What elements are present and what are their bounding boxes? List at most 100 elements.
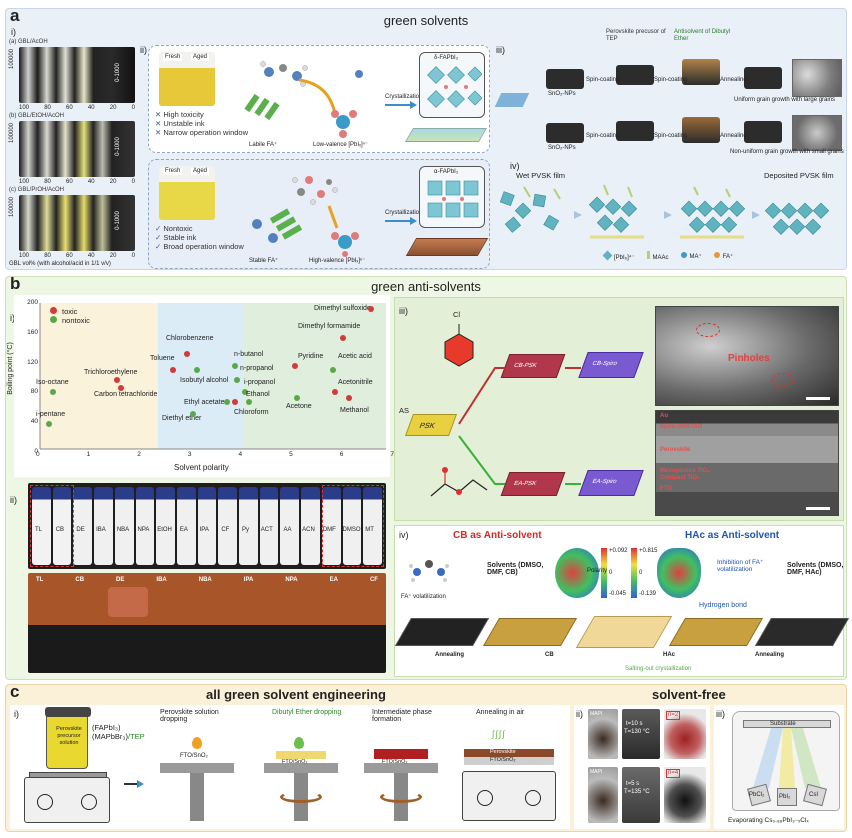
top-result-label: Uniform grain growth with large grains — [734, 97, 836, 103]
b-i-xlabel: Solvent polarity — [174, 463, 229, 472]
stable-molecule-diagram — [252, 176, 359, 257]
a-ii-top-box: Fresh Aged ✕ High toxicity ✕ Unstable in… — [148, 45, 490, 153]
alpha-phase-label: α-FAPbI₃ — [434, 169, 459, 175]
point — [330, 367, 336, 373]
xtick: 0 — [36, 451, 40, 458]
c-i-box: i) Perovskite precursor solution (FAPbI₃… — [10, 705, 570, 829]
point — [294, 395, 300, 401]
xtick: 7 — [390, 451, 394, 458]
legend-item: MA⁺ — [680, 252, 702, 261]
legend-toxic: toxic — [50, 307, 90, 316]
hotplate — [24, 772, 110, 823]
substrate-label: FTO/SnO₂ — [180, 753, 208, 759]
film-red — [374, 749, 428, 759]
spin-stage — [682, 59, 720, 85]
sno2-label: SnO₂-NPs — [548, 145, 576, 151]
a-i-side: 100000 — [9, 196, 15, 217]
spin-stage — [364, 763, 438, 773]
octahedron-icon — [602, 250, 613, 260]
tick: 60 — [66, 179, 73, 185]
tick: 0 — [131, 253, 135, 259]
perovskite-film: Perovskite — [464, 749, 554, 757]
spin-label: Spin-coating — [654, 133, 688, 139]
spin-stage — [744, 121, 782, 143]
vessel-photo: t=5 s T=135 °C — [622, 767, 660, 823]
b-ii-roman: ii) — [10, 495, 17, 505]
point-label: Diethyl ether — [162, 415, 202, 422]
point — [246, 399, 252, 405]
inhibition-label: Inhibition of FA⁺ volatilization — [717, 559, 764, 573]
spin-stage — [546, 69, 584, 89]
film-yellow — [276, 751, 326, 759]
panel-a: a green solvents i) (a) GBL/AcOH 100000 … — [5, 6, 847, 270]
scale-bar — [806, 397, 830, 400]
step3-label: Intermediate phase formation — [372, 709, 432, 723]
point-label: Pyridine — [298, 353, 324, 360]
hac-title: HAc as Anti-solvent — [685, 530, 780, 541]
knob-icon — [37, 794, 53, 810]
wet-film-label: Wet PVSK film — [516, 171, 566, 180]
tick: 60 — [66, 253, 73, 259]
film-label: TL — [36, 577, 44, 583]
delta-phase-bubble: δ-FAPbI₃ — [419, 52, 485, 118]
pinholes-label: Pinholes — [728, 353, 770, 364]
panel-c-letter: c — [10, 682, 20, 701]
film-cracked-left — [394, 618, 490, 646]
point-label: Ethanol — [246, 391, 270, 398]
panel-b-title: green anti-solvents — [371, 279, 481, 294]
layer-label: Perovskite — [660, 447, 691, 453]
polarity-scale-2 — [631, 548, 637, 598]
panel-a-letter: a — [10, 6, 20, 25]
c-i-roman: i) — [14, 709, 19, 719]
crystallization-label: Crystallization — [385, 94, 423, 100]
film-label: DE — [116, 577, 125, 583]
b-i-legend: toxic nontoxic — [50, 307, 90, 325]
crystallization-arrow — [385, 217, 417, 225]
b-iii-box: iii) Cl AS PSK CB-PSK CB-Spiro EA-PSK EA… — [394, 297, 844, 521]
ink-photo — [159, 166, 215, 220]
vial: DMSO — [342, 487, 362, 565]
point-label: Toluene — [150, 355, 175, 362]
a-i-row-label: (c) GBL/PrOH/AcOH — [9, 187, 65, 193]
point — [190, 411, 196, 417]
hotplate-top — [29, 772, 107, 778]
hac-solvents-label: Solvents (DMSO, DMF, HAc) — [787, 562, 844, 576]
scale-bar — [806, 507, 830, 510]
bullet: ✕ High toxicity — [155, 110, 204, 119]
mapi-photo: MAPI — [588, 709, 618, 759]
polarity-map-2 — [657, 548, 701, 598]
substrate-layer: FTO/SnO₂ — [464, 757, 554, 765]
spin-stage — [616, 121, 654, 141]
ytick: 80 — [30, 388, 38, 396]
tick: 100 — [19, 253, 30, 259]
vial: AA — [280, 487, 300, 565]
tick: 40 — [87, 179, 95, 185]
spin-stage — [546, 123, 584, 143]
labile-fa-label: Labile FA⁺ — [249, 142, 278, 148]
annealing-label: Annealing — [720, 77, 747, 83]
vial: EtOH — [156, 487, 175, 565]
point — [114, 377, 120, 383]
vial: MT — [363, 487, 382, 565]
spin-post — [190, 773, 204, 821]
crucible — [777, 788, 797, 806]
process-arrow — [124, 780, 144, 788]
ytick: 40 — [30, 418, 38, 426]
a-iv-legend: [PbI₆]⁴⁻ MAAc MA⁺ FA⁺ — [602, 250, 733, 262]
knob-icon — [81, 794, 97, 810]
point — [194, 367, 200, 373]
a-iv-box: Wet PVSK film Deposited PVSK film [PbI₆]… — [494, 159, 844, 267]
vial: NPA — [135, 487, 155, 565]
steam-icon: ∫∫∫∫ — [492, 729, 506, 739]
vessel-photo: t=10 s T=130 °C — [622, 709, 660, 759]
bullet: ✕ Unstable ink — [155, 119, 205, 128]
legend-item: FA⁺ — [713, 252, 733, 261]
c-iii-box: iii) Substrate PbCl₂ PbI₂ CsI Evaporatin… — [714, 705, 844, 829]
vial: NBA — [114, 487, 134, 565]
annealing-label: Annealing — [720, 133, 747, 139]
